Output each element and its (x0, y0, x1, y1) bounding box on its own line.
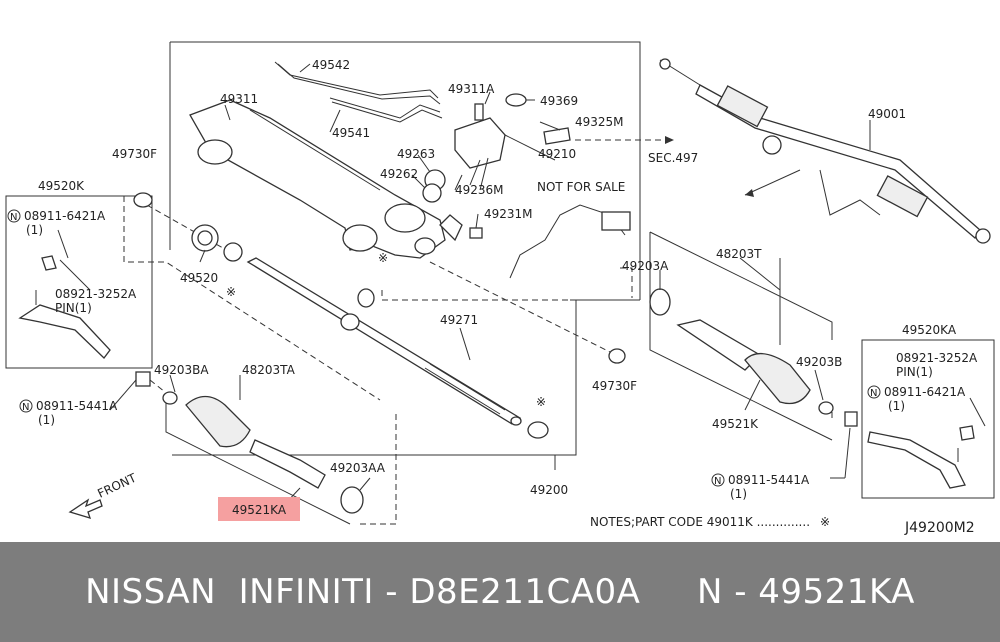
boot-left-48203TA (135, 371, 364, 514)
label-49231M: 49231M (484, 207, 533, 221)
oring-49262 (422, 183, 442, 203)
label-front: FRONT (95, 470, 139, 500)
rack-housing-49311 (189, 99, 446, 259)
n-symbol-left-2 (19, 399, 33, 413)
label-08911-6421A-right: 08911-6421A (884, 385, 966, 399)
label-49236M: 49236M (455, 183, 504, 197)
front-arrow (68, 498, 103, 519)
label-08921-3252A-left: 08921-3252A (55, 287, 137, 301)
label-49369: 49369 (540, 94, 578, 108)
rack-teeth (424, 363, 506, 415)
tie-rod-end-left (18, 229, 111, 359)
fitting-49325M (543, 127, 571, 145)
label-pin-left: PIN(1) (55, 301, 92, 315)
boot-right-48203T (649, 288, 858, 427)
cap-49236M (439, 214, 463, 242)
tie-rod-end-right-box (861, 339, 995, 499)
label-drawing-id: J49200M2 (904, 520, 975, 536)
svg-text:N: N (870, 388, 877, 399)
label-mark-3: ※ (536, 395, 546, 409)
rack-bar-49271 (246, 257, 522, 426)
label-qty-left-2: (1) (38, 413, 55, 427)
bushing-49200 (527, 421, 549, 439)
label-49203B: 49203B (796, 355, 842, 369)
pipes-49541-49542 (274, 61, 443, 123)
label-49730F-top: 49730F (112, 147, 157, 161)
label-49203BA: 49203BA (154, 363, 209, 377)
oring-rack (357, 288, 375, 308)
label-49521KA: 49521KA (232, 503, 287, 517)
label-49325M: 49325M (575, 115, 624, 129)
ring-left (223, 242, 243, 262)
label-08911-5441A-right: 08911-5441A (728, 473, 810, 487)
label-49271: 49271 (440, 313, 478, 327)
n-symbol-right-2 (711, 473, 725, 487)
steering-gear-assembly-49001 (659, 58, 991, 244)
tie-rod-end-left-box (5, 195, 153, 369)
label-49311: 49311 (220, 92, 258, 106)
svg-text:N: N (714, 476, 721, 487)
n-symbol-right-1 (867, 385, 881, 399)
label-mark-2: ※ (378, 251, 388, 265)
label-08911-6421A-left: 08911-6421A (24, 209, 106, 223)
label-48203T: 48203T (716, 247, 762, 261)
label-qty-left-1: (1) (26, 223, 43, 237)
gear-valve-49210 (454, 103, 506, 191)
label-49262: 49262 (380, 167, 418, 181)
snap-ring-49730F-bottom (608, 348, 626, 364)
tie-rod-end-right (867, 397, 986, 489)
nut-49231M (469, 227, 483, 239)
n-symbol-left-1 (7, 209, 21, 223)
label-sec497: SEC.497 (648, 151, 698, 165)
label-49311A: 49311A (448, 82, 495, 96)
label-48203TA: 48203TA (242, 363, 296, 377)
label-49521K: 49521K (712, 417, 759, 431)
parts-diagram: 49542 49541 49311 49311A 49369 49325M 49… (5, 41, 995, 536)
label-49541: 49541 (332, 126, 370, 140)
label-qty-right-1: (1) (888, 399, 905, 413)
label-qty-right-2: (1) (730, 487, 747, 501)
svg-text:N: N (22, 402, 29, 413)
leader-lines (59, 63, 871, 521)
label-49520KA: 49520KA (902, 323, 957, 337)
label-49001: 49001 (868, 107, 906, 121)
main-assembly-frame (170, 41, 641, 300)
label-49200: 49200 (530, 483, 568, 497)
svg-text:N: N (10, 212, 17, 223)
label-49203A: 49203A (622, 259, 669, 273)
assembly-arrow (744, 169, 801, 196)
label-not-for-sale: NOT FOR SALE (537, 180, 625, 194)
highlight-49521KA (218, 497, 300, 521)
snap-ring-49730F-top (133, 192, 153, 208)
label-pin-right: PIN(1) (896, 365, 933, 379)
label-notes-mark: ※ (820, 515, 830, 529)
label-49542: 49542 (312, 58, 350, 72)
label-49210: 49210 (538, 147, 576, 161)
label-49520: 49520 (180, 271, 218, 285)
part-number-footer: NISSAN INFINITI - D8E211CA0A N - 49521KA (0, 542, 1000, 642)
label-08911-5441A-left: 08911-5441A (36, 399, 118, 413)
label-mark-1: ※ (226, 285, 236, 299)
label-49730F-bottom: 49730F (592, 379, 637, 393)
label-49203AA: 49203AA (330, 461, 386, 475)
label-49263: 49263 (397, 147, 435, 161)
label-notes: NOTES;PART CODE 49011K .............. (590, 515, 810, 529)
label-08921-3252A-right: 08921-3252A (896, 351, 978, 365)
seal-49369 (505, 93, 527, 107)
label-49520K: 49520K (38, 179, 85, 193)
